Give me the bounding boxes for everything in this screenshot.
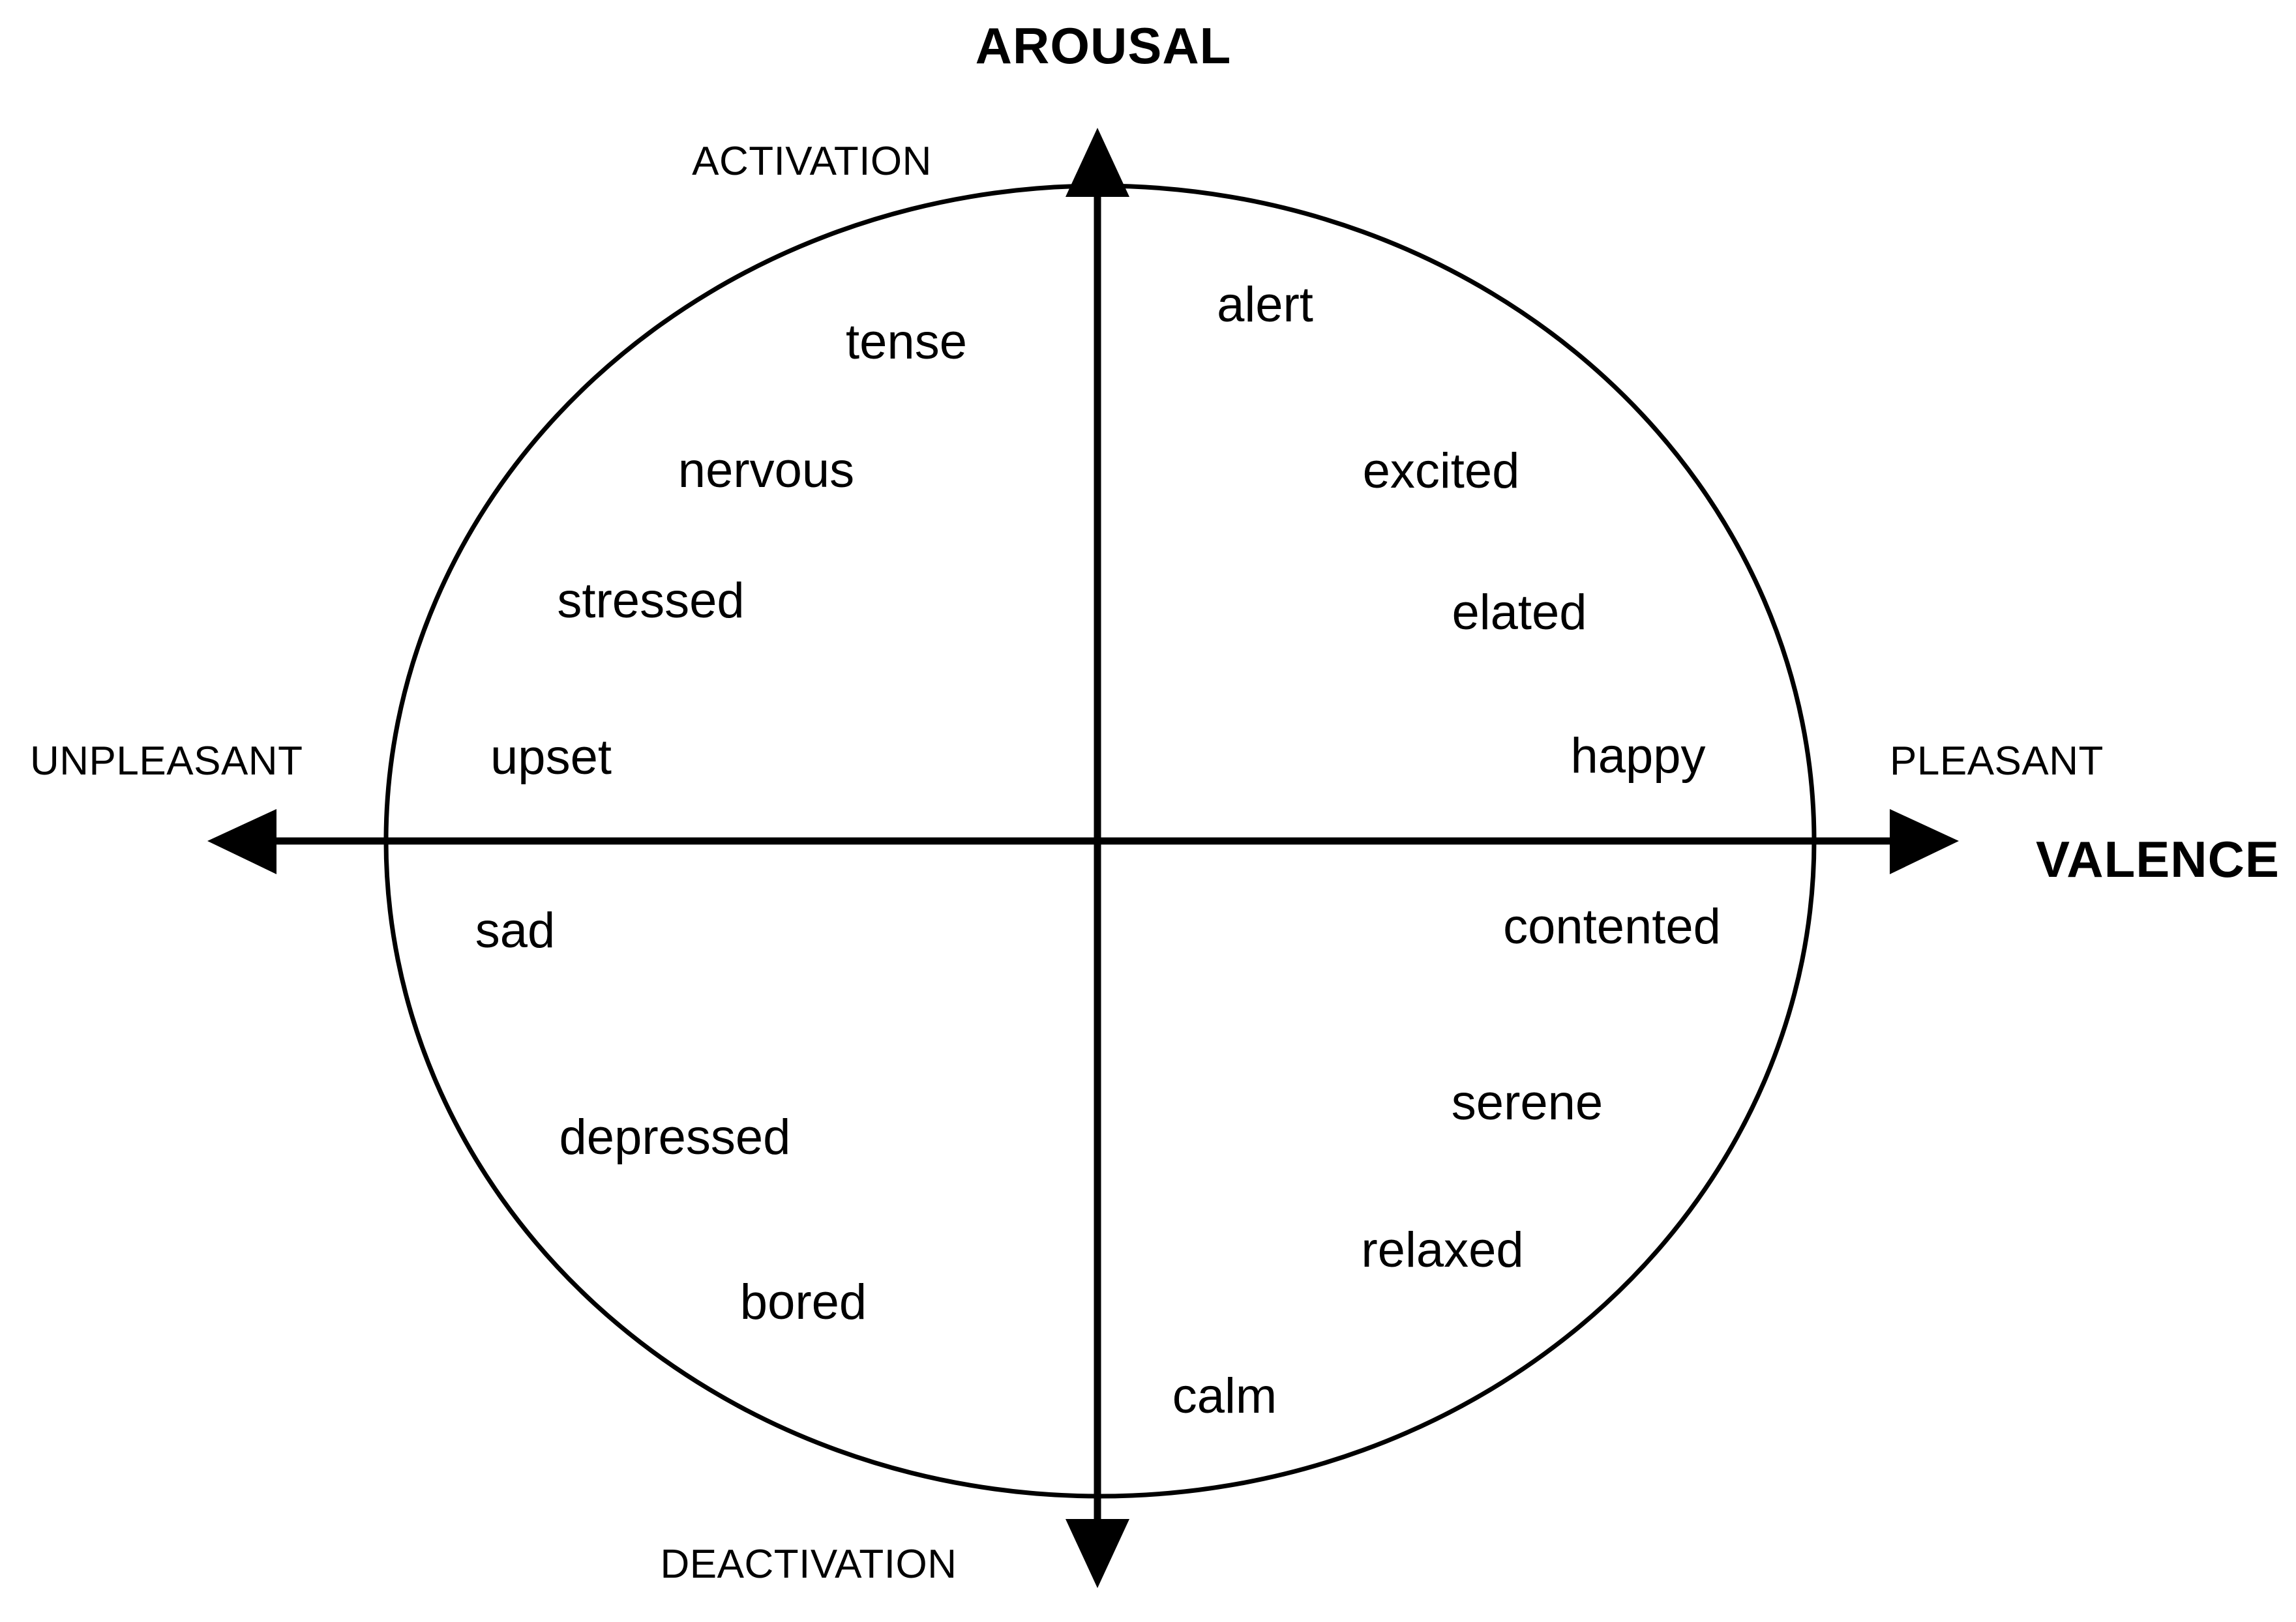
emotion-label-depressed: depressed — [559, 1110, 791, 1165]
emotion-label-relaxed: relaxed — [1361, 1222, 1524, 1278]
unpleasant-pole-label: UNPLEASANT — [30, 739, 303, 784]
valence-axis-title: VALENCE — [2036, 831, 2280, 888]
emotion-label-stressed: stressed — [557, 573, 745, 628]
arousal-axis-down-arrowhead — [1066, 1519, 1129, 1588]
valence-axis-right-arrowhead — [1890, 809, 1959, 874]
emotion-label-tense: tense — [846, 314, 967, 370]
valence-axis-left-arrowhead — [207, 809, 276, 874]
emotion-label-upset: upset — [490, 730, 612, 785]
arousal-axis-up-arrowhead — [1066, 128, 1129, 197]
emotion-label-excited: excited — [1362, 443, 1520, 499]
emotion-label-elated: elated — [1452, 585, 1587, 640]
emotion-label-bored: bored — [739, 1275, 867, 1330]
pleasant-pole-label: PLEASANT — [1890, 739, 2104, 784]
emotion-label-calm: calm — [1172, 1368, 1277, 1424]
emotion-label-happy: happy — [1570, 728, 1706, 784]
emotion-label-serene: serene — [1451, 1075, 1603, 1130]
emotion-label-sad: sad — [475, 903, 556, 958]
activation-pole-label: ACTIVATION — [692, 139, 932, 184]
arousal-axis-title: AROUSAL — [975, 17, 1232, 74]
deactivation-pole-label: DEACTIVATION — [660, 1542, 957, 1587]
emotion-label-alert: alert — [1217, 277, 1313, 332]
emotion-label-nervous: nervous — [678, 443, 855, 498]
emotion-label-contented: contented — [1503, 899, 1721, 954]
